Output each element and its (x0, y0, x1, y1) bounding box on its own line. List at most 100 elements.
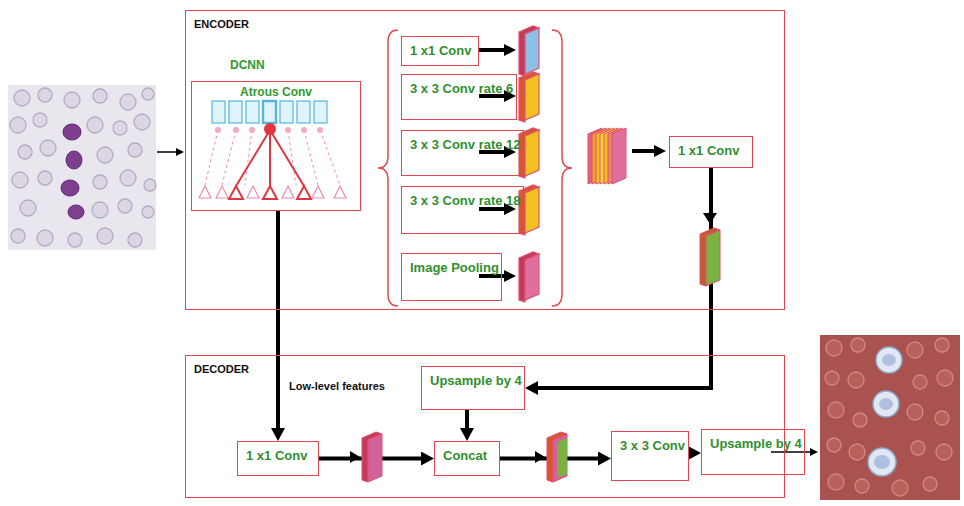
box-label: 3 x 3 Conv rate 6 (410, 82, 513, 97)
upsample-box: Upsample by 4 (421, 366, 525, 410)
illustration-part (879, 398, 893, 410)
illustration-part (923, 477, 937, 491)
pooling-box: Image Pooling (401, 253, 502, 301)
illustration-part (525, 187, 539, 233)
illustration-part (297, 101, 310, 123)
illustration-part (199, 186, 211, 198)
illustration-part (263, 101, 276, 123)
illustration-part (280, 101, 293, 123)
encoder-frame: ENCODERDCNNAtrous Conv1 x1 Conv3 x 3 Con… (185, 10, 785, 310)
illustration-part (215, 127, 221, 133)
decoder-feature-maps (350, 432, 567, 482)
illustration-part (525, 74, 539, 120)
illustration-part (547, 432, 567, 482)
upsample-box: Upsample by 4 (701, 429, 805, 475)
illustration-part (176, 148, 184, 156)
illustration-part (205, 130, 218, 185)
illustration-part (285, 127, 291, 133)
illustration-part (157, 151, 176, 153)
output-segmentation-image (820, 335, 960, 500)
illustration-part (519, 185, 539, 235)
illustration-part (66, 151, 82, 169)
illustration-part (612, 128, 626, 184)
box-label: 1 x1 Conv (410, 44, 471, 59)
branch-feature-maps (519, 26, 539, 302)
illustration-part (519, 72, 539, 122)
box-label: Atrous Conv (192, 85, 360, 99)
atrous-conv-illustration (199, 101, 346, 199)
illustration-part (93, 89, 107, 103)
illustration-part (93, 175, 107, 189)
illustration-part (68, 205, 84, 219)
illustration-part (11, 229, 25, 243)
illustration-part (10, 117, 26, 133)
illustration-part (120, 170, 136, 186)
conv-box: 1 x1 Conv (237, 441, 319, 476)
illustration-part (703, 213, 717, 224)
conv-box: 1 x1 Conv (401, 36, 479, 66)
illustration-part (12, 172, 28, 188)
illustration-part (38, 88, 52, 102)
illustration-part (874, 354, 896, 469)
branch-arrows (479, 44, 516, 282)
illustration-part (828, 474, 844, 490)
illustration-part (288, 130, 296, 185)
illustration-part (368, 434, 382, 482)
illustration-part (128, 233, 142, 247)
illustration-part (706, 230, 720, 286)
illustration-part (312, 186, 324, 198)
illustration-part (525, 254, 539, 300)
illustration-part (229, 186, 311, 199)
illustration-part (479, 48, 506, 52)
illustration-part (128, 143, 142, 157)
illustration-part (92, 202, 108, 218)
illustration-part (827, 438, 841, 452)
illustration-part (144, 179, 156, 191)
illustration-part (320, 130, 340, 185)
illustration-part (216, 186, 228, 198)
illustration-part (33, 113, 47, 127)
illustration-part (825, 371, 839, 385)
illustration-part (876, 347, 902, 373)
illustration-part (40, 140, 56, 156)
conv-box: 3 x 3 Conv rate 12 (401, 130, 524, 176)
illustration-part (892, 480, 908, 496)
illustration-part (632, 149, 656, 153)
illustration-part (304, 130, 318, 185)
illustration-part (557, 438, 567, 478)
flow-arrow (689, 451, 692, 455)
illustration-part (97, 228, 113, 244)
stack-arrow (632, 145, 666, 157)
decoder-frame: DECODERUpsample by 41 x1 ConvConcat3 x 3… (185, 355, 785, 498)
box-label: 3 x 3 Conv (620, 439, 685, 454)
illustration-part (504, 270, 516, 282)
input-arrow (157, 148, 184, 156)
illustration-part (63, 124, 81, 140)
illustration-part (212, 101, 327, 123)
illustration-part (14, 90, 30, 106)
illustration-part (851, 338, 865, 352)
box-label: 3 x 3 Conv rate 18 (410, 194, 521, 209)
illustration-part (233, 127, 239, 133)
illustration-part (937, 370, 953, 386)
box-label: Image Pooling (410, 261, 499, 276)
illustration-part (849, 444, 865, 460)
box-label: Concat (443, 449, 487, 464)
illustration-part (913, 375, 927, 389)
illustration-part (113, 121, 127, 135)
box-label: Upsample by 4 (430, 374, 522, 389)
illustration-part (246, 101, 259, 123)
illustration-part (134, 114, 150, 130)
illustration-part (853, 413, 867, 427)
illustration-part (245, 130, 252, 185)
concat-feature-stack (588, 128, 626, 184)
illustration-part (314, 101, 327, 123)
illustration-part (868, 448, 896, 476)
box-label: 1 x1 Conv (678, 144, 739, 159)
illustration-part (247, 186, 259, 198)
illustration-part (350, 451, 360, 463)
illustration-part (820, 335, 960, 500)
block-heading: DCNN (230, 58, 265, 72)
illustration-part (222, 130, 236, 185)
illustration-part (935, 338, 949, 352)
